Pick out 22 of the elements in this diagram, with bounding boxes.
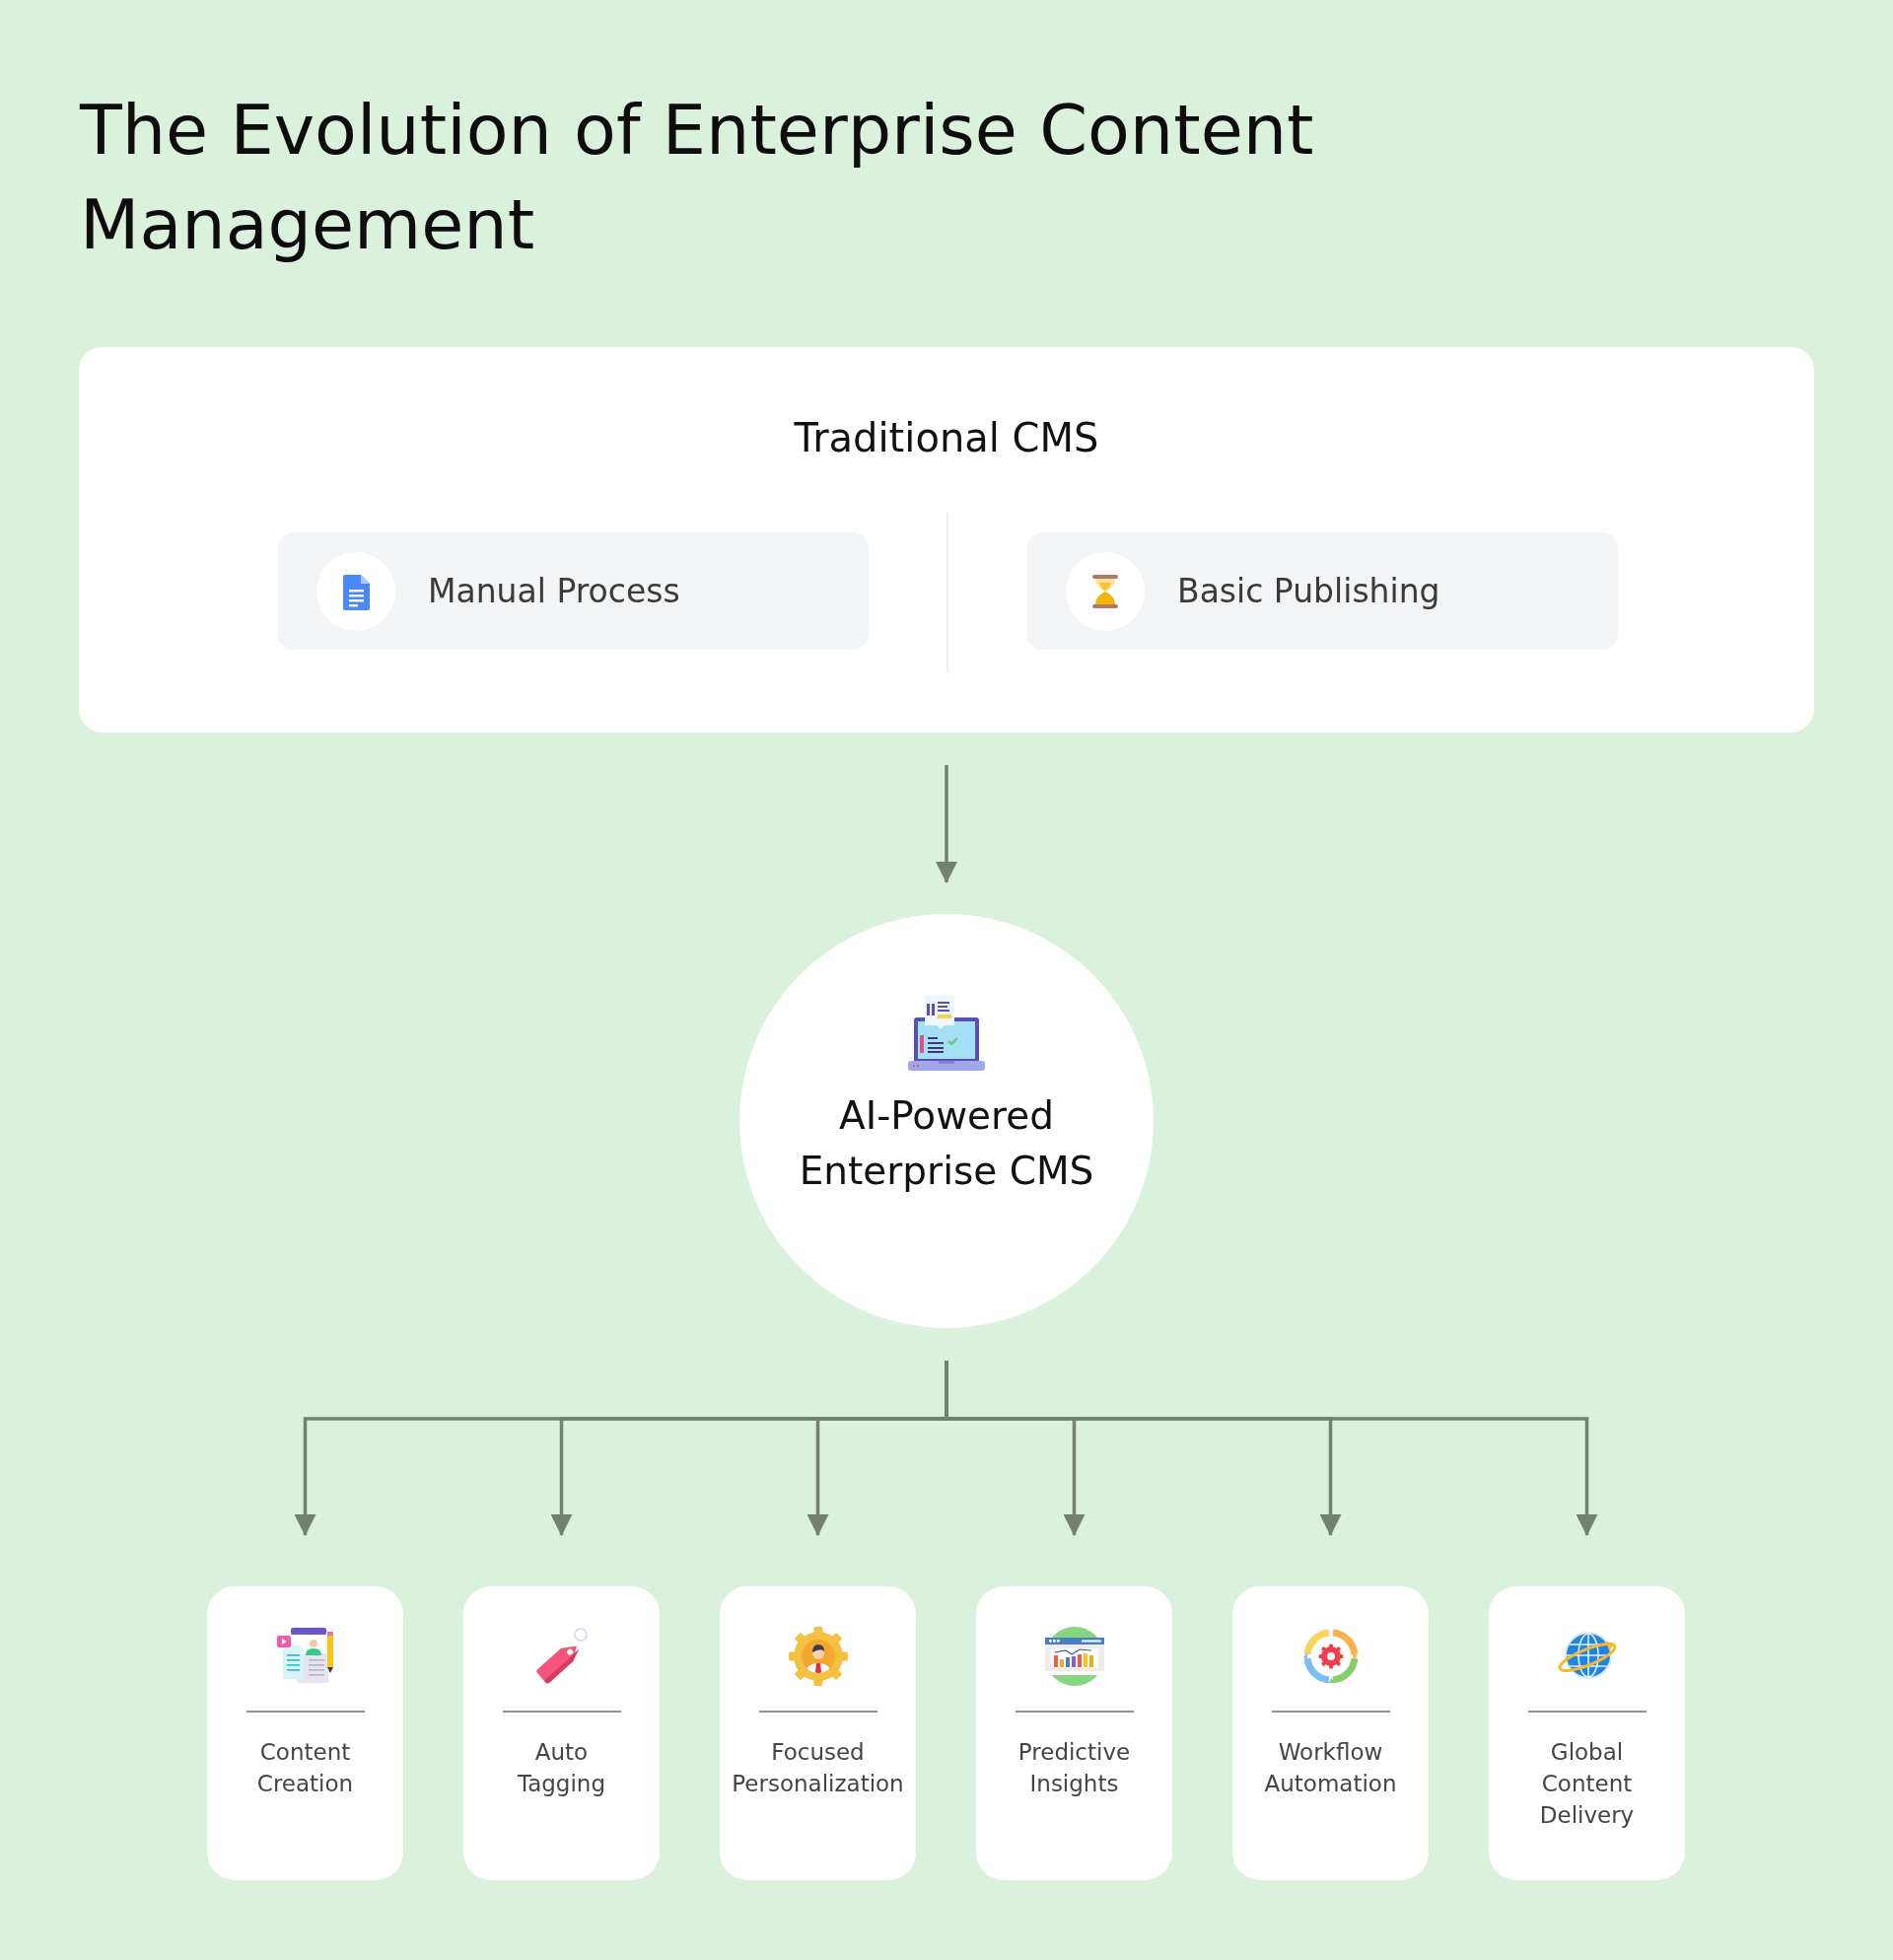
card-label: Auto Tagging [517, 1737, 606, 1798]
feature-box [1027, 532, 1618, 650]
feature-card [1232, 1586, 1429, 1880]
feature-label: Basic Publishing [1177, 570, 1440, 612]
feature-card [207, 1586, 403, 1880]
card-label: Content Creation [256, 1737, 354, 1798]
arrow [945, 1361, 1598, 1536]
feature-card [1489, 1586, 1685, 1880]
hub-label: AI-Powered Enterprise CMS [798, 1092, 1095, 1195]
card-label: Predictive Insights [1017, 1737, 1131, 1798]
feature-card [463, 1586, 660, 1880]
feature-label: Manual Process [428, 570, 680, 612]
feature-box [278, 532, 869, 650]
card-label: Focused Personalization [732, 1737, 904, 1798]
card-label: Workflow Automation [1264, 1737, 1397, 1798]
card-label: Global Content Delivery [1539, 1737, 1635, 1830]
feature-card [976, 1586, 1172, 1880]
panel-heading: Traditional CMS [794, 414, 1099, 461]
panel-box [79, 347, 1814, 733]
arrow [936, 765, 957, 883]
feature-card [720, 1586, 916, 1880]
title: The Evolution of Enterprise Content Management [80, 90, 1314, 265]
